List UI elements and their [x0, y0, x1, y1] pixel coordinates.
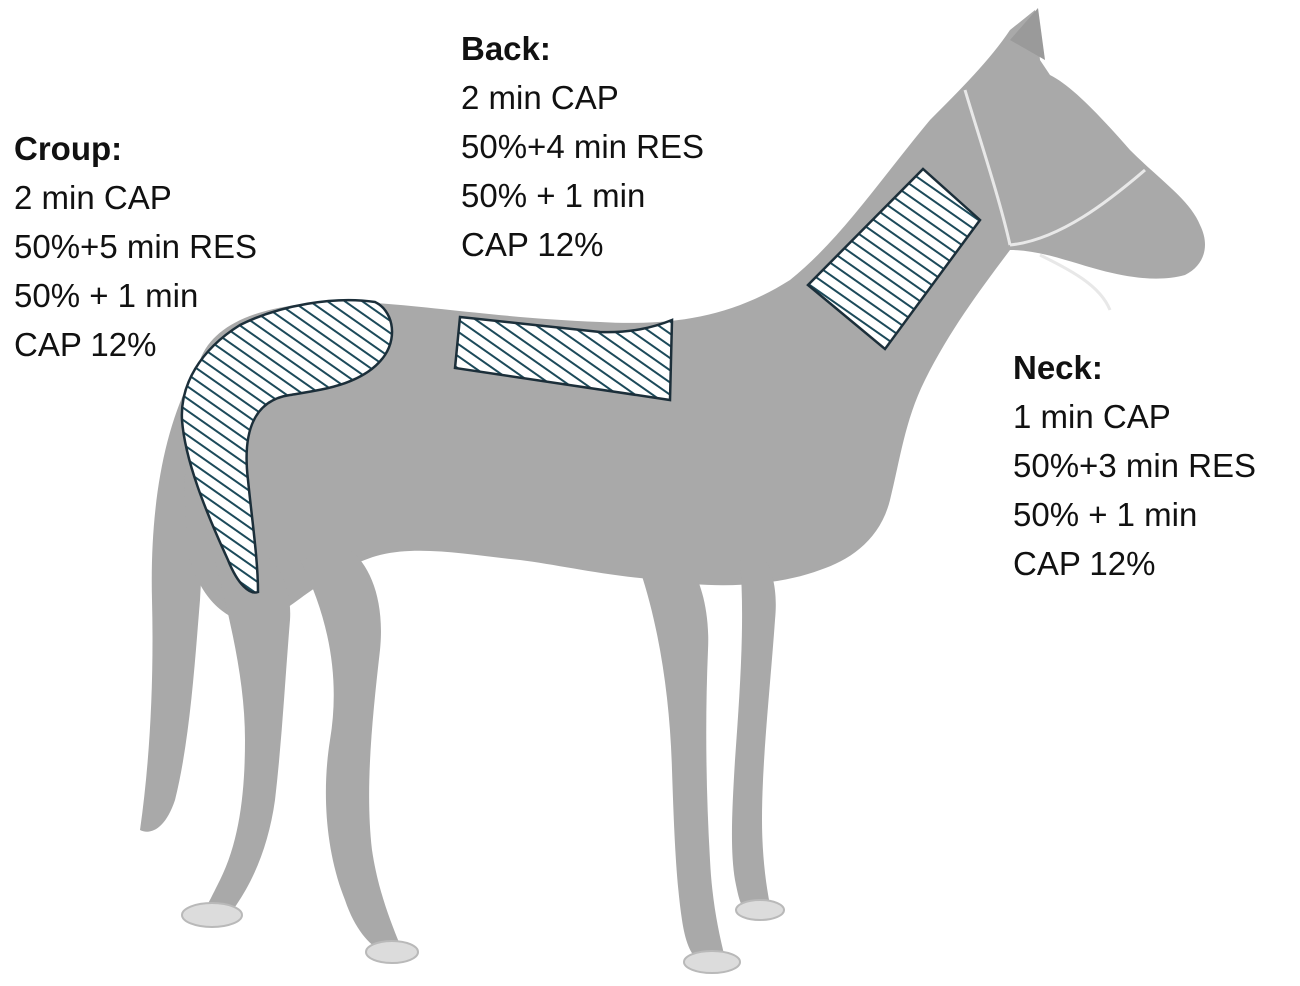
croup-line-1: 2 min CAP	[14, 173, 257, 222]
croup-line-3: 50% + 1 min	[14, 271, 257, 320]
neck-line-3: 50% + 1 min	[1013, 490, 1256, 539]
horse-front-leg-near	[640, 565, 725, 962]
croup-line-2: 50%+5 min RES	[14, 222, 257, 271]
neck-line-2: 50%+3 min RES	[1013, 441, 1256, 490]
croup-label: Croup: 2 min CAP 50%+5 min RES 50% + 1 m…	[14, 124, 257, 369]
neck-title: Neck:	[1013, 343, 1256, 392]
back-line-1: 2 min CAP	[461, 73, 704, 122]
neck-line-1: 1 min CAP	[1013, 392, 1256, 441]
neck-label: Neck: 1 min CAP 50%+3 min RES 50% + 1 mi…	[1013, 343, 1256, 588]
hoof-hind-near	[182, 903, 242, 927]
hoof-hind-far	[366, 941, 418, 963]
horse-hind-leg-far	[300, 550, 400, 950]
croup-title: Croup:	[14, 124, 257, 173]
back-title: Back:	[461, 24, 704, 73]
horse-hind-leg-near	[200, 555, 290, 920]
neck-line-4: CAP 12%	[1013, 539, 1256, 588]
back-line-3: 50% + 1 min	[461, 171, 704, 220]
hoof-front-far	[736, 900, 784, 920]
back-line-2: 50%+4 min RES	[461, 122, 704, 171]
horse-front-leg-far	[732, 560, 776, 910]
hoof-front-near	[684, 951, 740, 973]
back-line-4: CAP 12%	[461, 220, 704, 269]
back-label: Back: 2 min CAP 50%+4 min RES 50% + 1 mi…	[461, 24, 704, 269]
croup-line-4: CAP 12%	[14, 320, 257, 369]
